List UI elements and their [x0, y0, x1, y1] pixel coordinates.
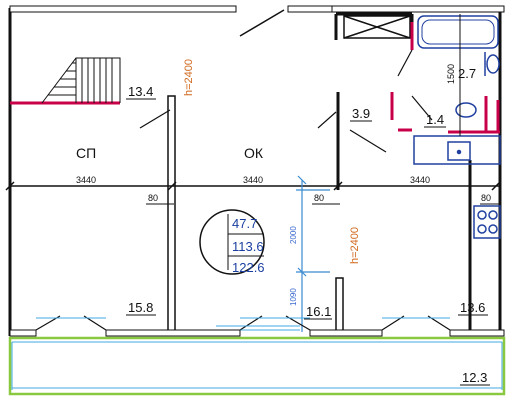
ceiling-height-lower: h=2400 [349, 227, 361, 264]
room-area-closet: 3.9 [352, 106, 370, 121]
vertical-dim-2-label: 1090 [289, 288, 298, 306]
wall-c-label: 80 [481, 193, 491, 203]
balcony-glazing [11, 341, 503, 390]
balcony-outline [8, 336, 506, 396]
dimension-line-main [5, 181, 501, 191]
wall-b-label: 80 [314, 193, 324, 203]
room-code-ok: ОК [244, 145, 264, 161]
span-left-label: 3440 [76, 175, 96, 185]
area-summary [199, 209, 265, 275]
bath-height-label: 1500 [446, 64, 456, 84]
ceiling-height-upper: h=2400 [183, 59, 195, 96]
area-living: 47.7 [232, 216, 257, 231]
toilet-icon [455, 52, 500, 118]
wall-hatch-top [9, 5, 505, 13]
magenta-walls [10, 22, 500, 134]
area-total-balcony: 122.6 [232, 260, 265, 275]
room-area-balcony: 12.3 [462, 370, 487, 385]
door-swing-icon [239, 9, 285, 37]
room-area-toilet: 1.4 [426, 112, 444, 127]
sink-icon [413, 135, 501, 165]
bathtub-inner [421, 19, 495, 45]
room-area-stair-hall: 13.4 [128, 84, 153, 99]
storage-box [343, 15, 411, 39]
wall-column [167, 95, 176, 333]
wall-a-label: 80 [148, 193, 158, 203]
bathtub-icon [417, 15, 499, 49]
bath-door-swings [139, 49, 433, 153]
lower-wall-segments [9, 329, 505, 337]
wall-column-lower [335, 277, 344, 333]
span-middle-label: 3440 [243, 175, 263, 185]
stair-icon [41, 57, 121, 104]
vertical-dim-1-label: 2000 [289, 226, 298, 244]
area-total: 113.6 [232, 239, 264, 254]
outer-walls [8, 6, 502, 336]
dimension-line-vertical [296, 175, 330, 332]
room-code-sp: СП [76, 145, 96, 161]
room-area-bath: 2.7 [458, 66, 476, 81]
room-area-bedroom: 15.8 [128, 300, 153, 315]
stove-icon [473, 205, 501, 239]
room-area-kitchen: 13.6 [460, 300, 485, 315]
room-area-living: 16.1 [306, 304, 331, 319]
span-right-label: 3440 [410, 175, 430, 185]
